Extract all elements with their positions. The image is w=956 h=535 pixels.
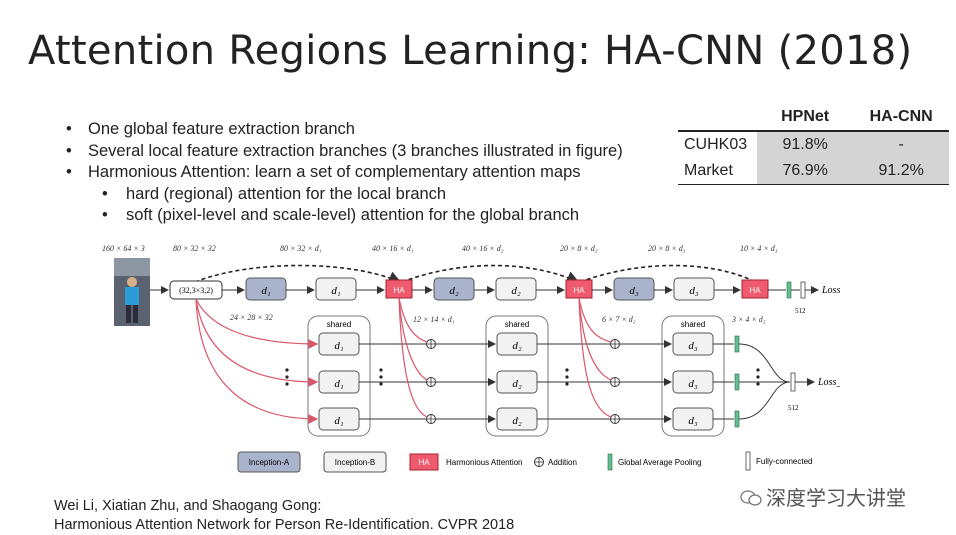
watermark: 深度学习大讲堂: [740, 482, 906, 511]
ha-module: [741, 279, 769, 299]
legend-fc-swatch: [745, 451, 751, 471]
legend-ha-swatch: [409, 453, 439, 471]
slide-title: Attention Regions Learning: HA-CNN (2018…: [28, 28, 913, 74]
shared-frame: [661, 315, 725, 437]
inception-a-block: [613, 277, 655, 301]
fc-layer: [790, 372, 796, 392]
block-label: d₃: [689, 285, 699, 297]
hacnn-cell: 91.2%: [853, 158, 950, 185]
table-row: CUHK03 91.8% -: [678, 131, 950, 158]
legend-label: Addition: [548, 458, 577, 467]
block-label: d₂: [512, 415, 522, 427]
bullet-item: Harmonious Attention: learn a set of com…: [66, 162, 623, 184]
block-label: d₁: [261, 285, 271, 297]
inception-a-block: [433, 277, 475, 301]
wechat-icon: [740, 490, 762, 506]
ha-label: HA: [573, 286, 585, 295]
block-label: d₃: [629, 285, 639, 297]
loss-local-label: Loss_L: [817, 377, 840, 388]
bullet-item: One global feature extraction branch: [66, 119, 623, 141]
citation-authors: Wei Li, Xiatian Zhu, and Shaogang Gong:: [54, 498, 322, 514]
inception-a-block: [245, 277, 287, 301]
table-header-cell: HPNet: [781, 108, 830, 125]
hpnet-cell: 76.9%: [757, 158, 854, 185]
fc-layer: [800, 281, 806, 299]
dim-label: 40 × 16 × d₂: [462, 244, 504, 253]
results-table: HPNet HA-CNN CUHK03 91.8% - Market 76.9%…: [678, 104, 950, 185]
watermark-text: 深度学习大讲堂: [766, 488, 906, 510]
block-label: d₁: [334, 415, 344, 427]
ha-cnn-architecture-diagram: 160 × 64 × 3 80 × 32 × 32 80 × 32 × d₁ 4…: [102, 244, 840, 473]
legend-label: Fully-connected: [756, 457, 812, 466]
legend-inception-b-swatch: [323, 451, 387, 473]
local-branches: d₁ d₂ d₃ d₁ d₂ d₃ d₁ d₂ d₃: [318, 332, 714, 431]
block-label: d₂: [512, 378, 522, 390]
dim-label: 12 × 14 × d₁: [413, 315, 455, 324]
table-header-cell: [678, 104, 757, 131]
sub-bullet-item: soft (pixel-level and scale-level) atten…: [66, 205, 623, 227]
dim-label: 20 × 8 × d₃: [648, 244, 686, 253]
inception-b-block: [673, 277, 715, 301]
fc-dim-label: 512: [795, 307, 806, 315]
global-branch: (32,3×3,2) d₁ d₁ HA d₂ d₂ HA d₃ d₃ HA Lo…: [150, 277, 840, 315]
legend-label: Global Average Pooling: [618, 458, 701, 467]
block-label: d₃: [688, 378, 698, 390]
dim-label: 160 × 64 × 3: [102, 244, 145, 253]
fc-dim-label: 512: [788, 404, 799, 412]
block-label: d₁: [331, 285, 341, 297]
dim-label: 20 × 8 × d₂: [560, 244, 598, 253]
legend-inception-a-swatch: [237, 451, 301, 473]
shared-label: shared: [505, 320, 529, 329]
shared-frame: [307, 315, 371, 437]
dim-label: 80 × 32 × d₁: [280, 244, 322, 253]
legend-gap-swatch: [607, 453, 613, 471]
table-header-row: HPNet HA-CNN: [678, 104, 950, 131]
sub-bullet-item: hard (regional) attention for the local …: [66, 184, 623, 206]
shared-label: shared: [681, 320, 705, 329]
dim-label: 10 × 4 × d₃: [740, 244, 778, 253]
shared-frame: [485, 315, 549, 437]
ha-label: HA: [749, 286, 761, 295]
dim-label: 3 × 4 × d₃: [731, 315, 766, 324]
conv-label: (32,3×3,2): [179, 286, 213, 295]
loss-global-label: Loss_G: [821, 285, 840, 296]
figure-legend: Inception-A Inception-B HA Harmonious At…: [237, 451, 812, 473]
block-label: d₂: [512, 340, 522, 352]
dim-label: 6 × 7 × d₂: [602, 315, 636, 324]
citation: Wei Li, Xiatian Zhu, and Shaogang Gong: …: [54, 497, 514, 535]
dim-label: 80 × 32 × 32: [173, 244, 216, 253]
legend-label: Inception-B: [335, 458, 375, 467]
hacnn-cell: -: [853, 131, 950, 158]
dim-label: 40 × 16 × d₁: [372, 244, 414, 253]
hpnet-cell: 91.8%: [757, 131, 854, 158]
block-label: d₃: [688, 340, 698, 352]
inception-b-block: [315, 277, 357, 301]
block-label: d₂: [449, 285, 459, 297]
bullet-item: Several local feature extraction branche…: [66, 141, 623, 163]
legend-label: Harmonious Attention: [446, 458, 523, 467]
table-row: Market 76.9% 91.2%: [678, 158, 950, 185]
input-person-image: [114, 258, 150, 326]
legend-label: HA: [418, 458, 430, 467]
block-label: d₂: [511, 285, 521, 297]
citation-title: Harmonious Attention Network for Person …: [54, 517, 515, 533]
block-label: d₃: [688, 415, 698, 427]
ha-label: HA: [393, 286, 405, 295]
legend-label: Inception-A: [249, 458, 290, 467]
block-label: d₁: [334, 378, 344, 390]
block-label: d₁: [334, 340, 344, 352]
shared-label: shared: [327, 320, 351, 329]
table-header-cell: HA-CNN: [869, 108, 933, 125]
inception-b-block: [495, 277, 537, 301]
dataset-cell: Market: [684, 162, 733, 179]
gap-layer: [786, 281, 792, 299]
dim-label: 24 × 28 × 32: [230, 313, 273, 322]
bullet-list: One global feature extraction branch Sev…: [66, 119, 623, 227]
dataset-cell: CUHK03: [684, 136, 748, 153]
